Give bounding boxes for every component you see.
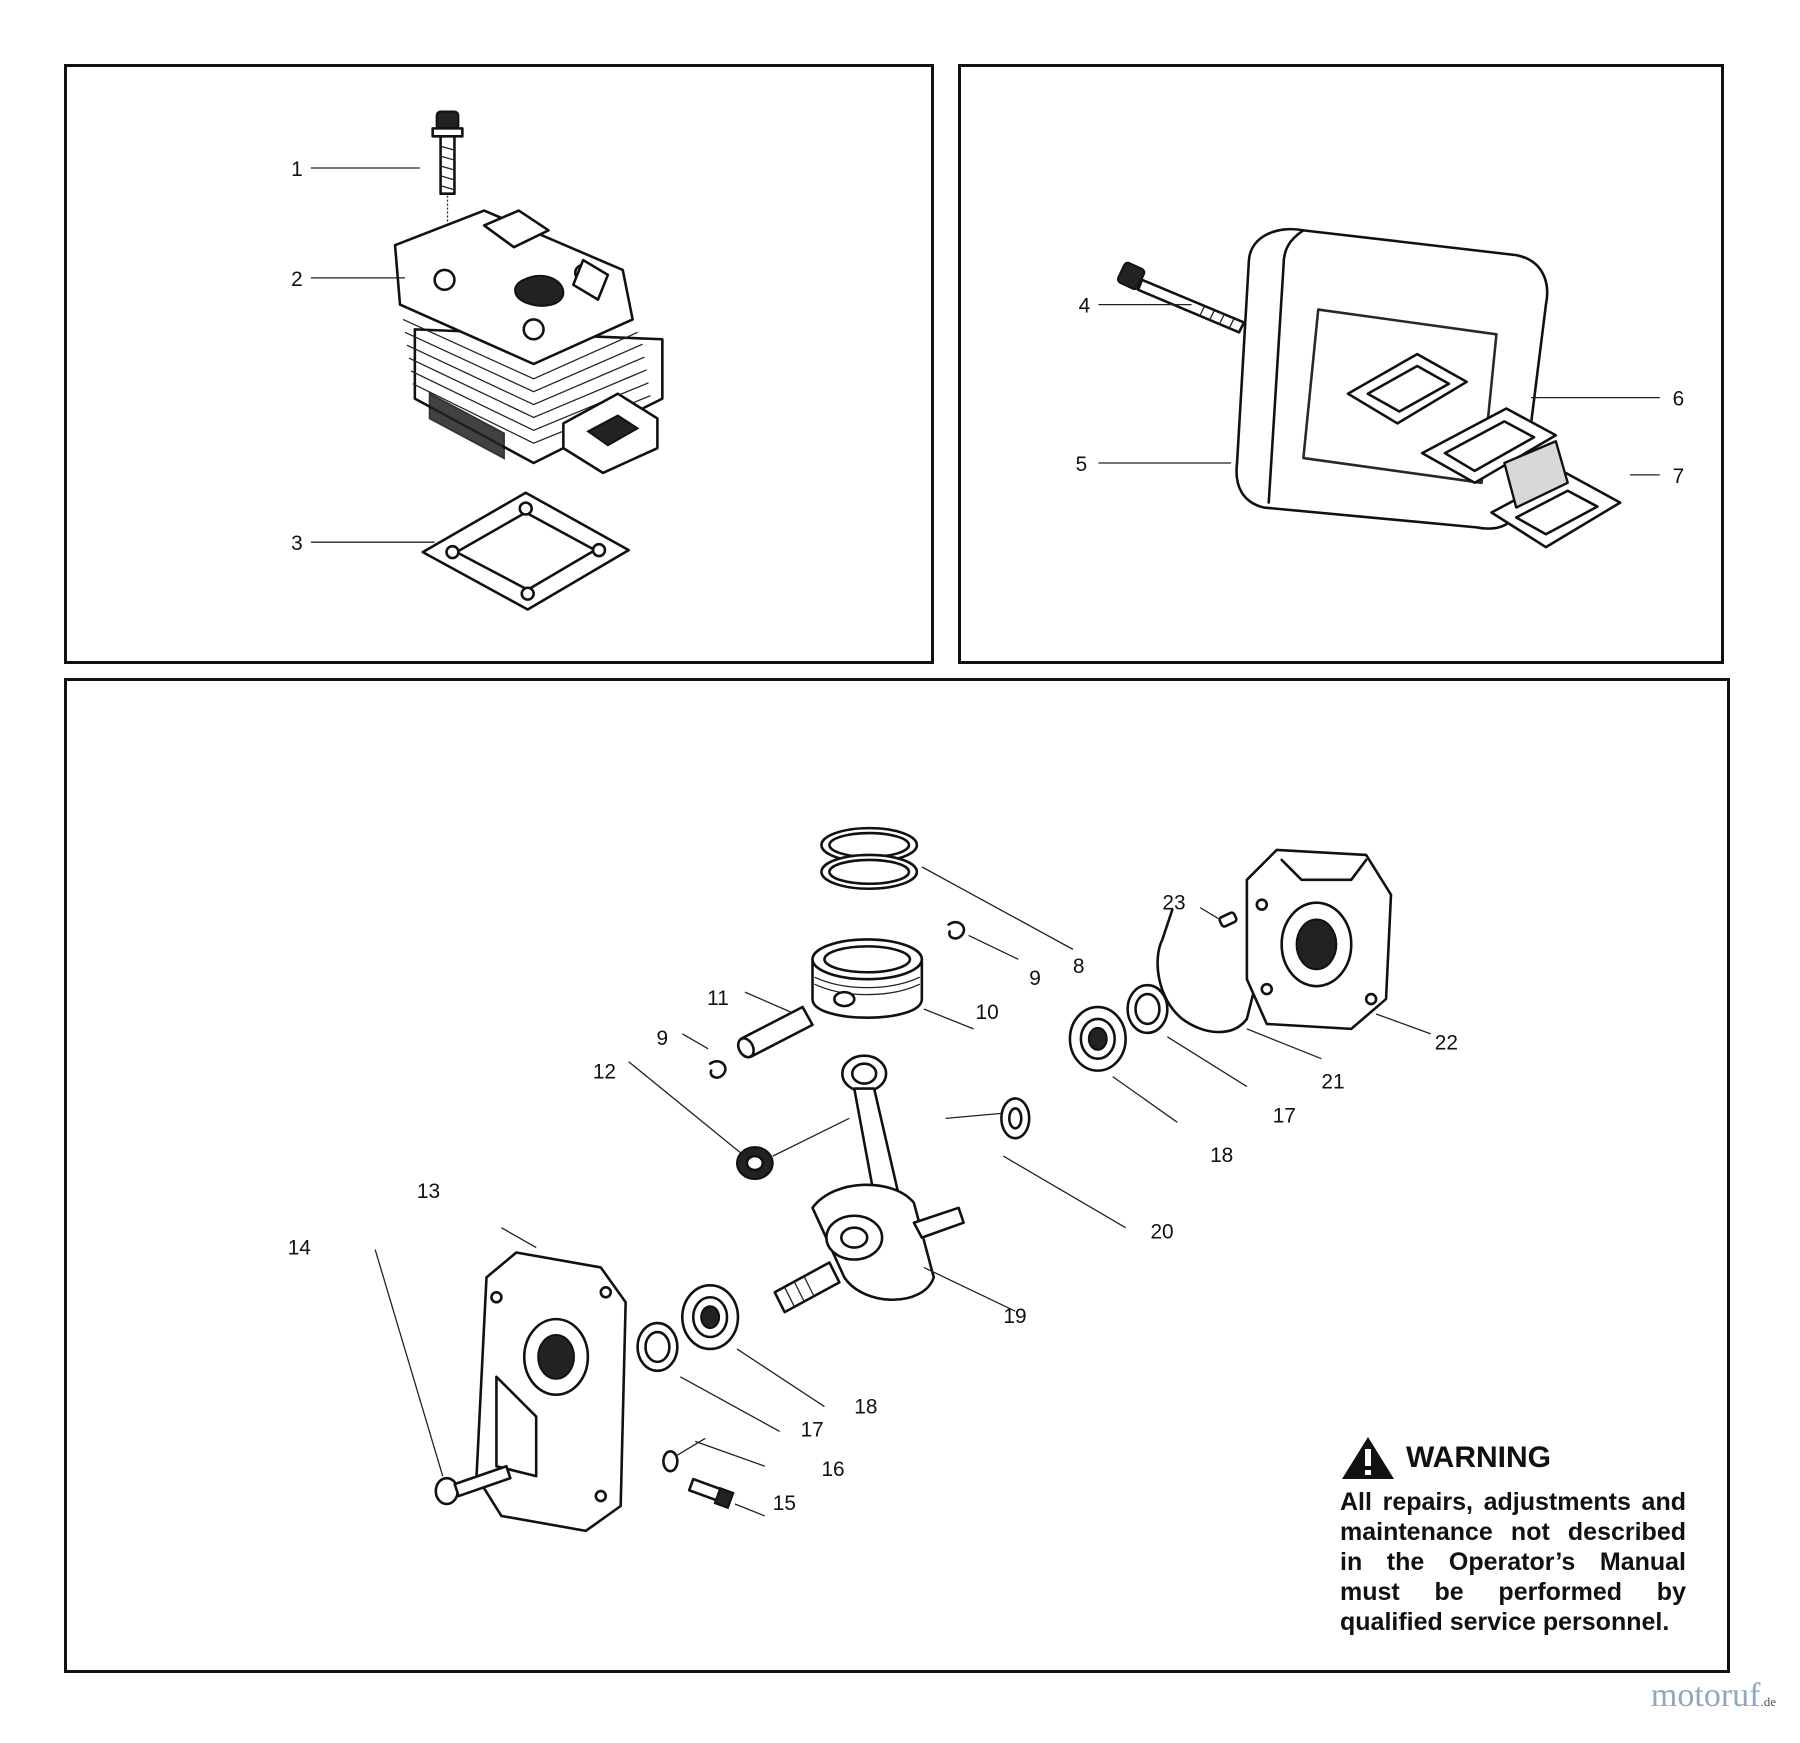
cylinder-drawing: 1 2 3 xyxy=(291,110,664,611)
piston-pin xyxy=(736,1005,814,1059)
callout-5: 5 xyxy=(1076,453,1088,476)
crankcase-bolt xyxy=(687,1477,735,1510)
callout-16: 16 xyxy=(821,1458,844,1481)
callout-8: 8 xyxy=(1073,955,1085,978)
muffler-drawing: 4 5 6 7 xyxy=(1076,227,1685,549)
callout-4: 4 xyxy=(1079,295,1091,318)
callout-2: 2 xyxy=(291,268,303,291)
cylinder-gasket xyxy=(421,491,630,611)
callout-12: 12 xyxy=(593,1061,616,1084)
callout-21: 21 xyxy=(1321,1071,1344,1094)
crankcase-panel: 8 9 10 11 9 12 20 18 17 21 22 23 19 13 1… xyxy=(64,678,1730,1673)
piston xyxy=(811,938,924,1019)
callout-18: 18 xyxy=(1210,1144,1233,1167)
muffler-body xyxy=(1235,227,1549,530)
oil-seal-right xyxy=(1126,983,1169,1035)
crankcase-drawing: 8 9 10 11 9 12 20 18 17 21 22 23 19 13 1… xyxy=(288,826,1458,1533)
crankcase-gasket xyxy=(1156,908,1259,1034)
callout-1: 1 xyxy=(291,158,303,181)
callout-22: 22 xyxy=(1435,1032,1458,1055)
crankcase-right xyxy=(1245,848,1393,1031)
callout-23: 23 xyxy=(1162,892,1185,915)
warning-title: WARNING xyxy=(1406,1441,1551,1474)
piston-rings xyxy=(820,826,919,891)
callout-6: 6 xyxy=(1673,388,1685,411)
muffler-panel: 4 5 6 7 xyxy=(958,64,1724,664)
cylinder-panel: 1 2 3 xyxy=(64,64,934,664)
piston-clip xyxy=(708,1060,727,1079)
oil-seal-left xyxy=(636,1321,679,1373)
crankcase-left xyxy=(475,1251,627,1533)
warning-text: All repairs, adjustments and maintenance… xyxy=(1340,1488,1686,1636)
cylinder-body xyxy=(393,209,664,475)
callout-17: 17 xyxy=(1273,1104,1296,1127)
callout-18-second: 18 xyxy=(854,1396,877,1419)
muffler-bolt xyxy=(1116,261,1246,334)
watermark-logo: motoruf.de xyxy=(1651,1677,1776,1715)
muffler-deflector xyxy=(1490,440,1622,549)
muffler-gasket xyxy=(1420,407,1558,485)
callout-9: 9 xyxy=(1029,967,1041,990)
piston-clip xyxy=(947,920,966,940)
warning-box: WARNING All repairs, adjustments and mai… xyxy=(1340,1435,1686,1637)
callout-13: 13 xyxy=(417,1180,440,1203)
dowel-pin xyxy=(1218,911,1238,928)
callout-7: 7 xyxy=(1673,465,1685,488)
watermark-brand: motoruf xyxy=(1650,1677,1761,1714)
crankcase-screw xyxy=(434,1464,512,1506)
callout-17-second: 17 xyxy=(801,1418,824,1441)
callout-15: 15 xyxy=(773,1492,796,1515)
callout-14: 14 xyxy=(288,1237,311,1260)
thrust-washer xyxy=(1000,1097,1031,1140)
crank-bearing-left xyxy=(681,1284,740,1351)
lock-washer xyxy=(662,1450,679,1473)
callout-19: 19 xyxy=(1003,1305,1026,1328)
callout-10: 10 xyxy=(976,1001,999,1024)
warning-triangle-icon xyxy=(1342,1437,1394,1479)
needle-bearing xyxy=(735,1146,774,1180)
callout-9-second: 9 xyxy=(656,1027,668,1050)
callout-11: 11 xyxy=(707,987,729,1010)
callout-3: 3 xyxy=(291,532,303,555)
cylinder-bolt xyxy=(431,110,464,231)
crank-bearing-right xyxy=(1068,1005,1127,1072)
watermark-tld: .de xyxy=(1760,1694,1776,1709)
warning-header: WARNING xyxy=(1340,1435,1686,1481)
crankshaft xyxy=(773,1054,965,1314)
callout-20: 20 xyxy=(1150,1221,1173,1244)
